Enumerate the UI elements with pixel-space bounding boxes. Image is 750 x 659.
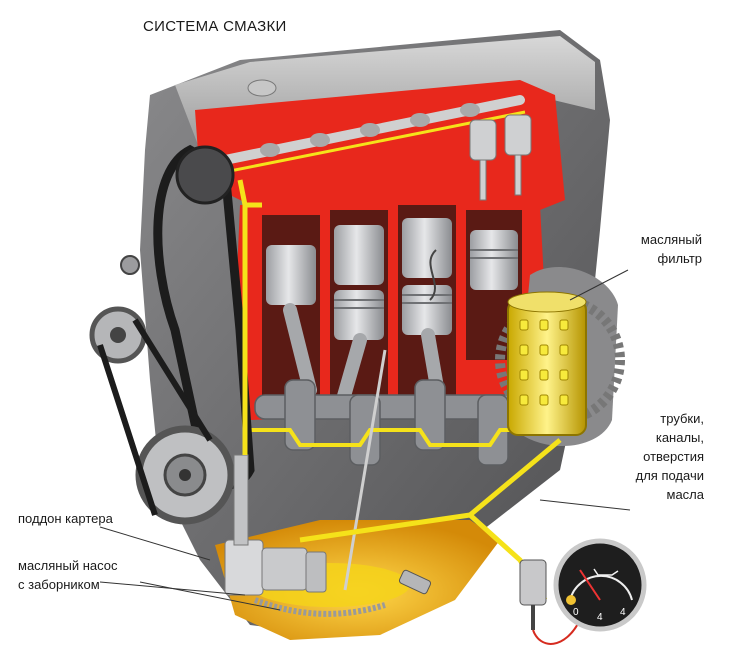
valves [469,114,532,201]
oil-can-icon [593,568,619,576]
crankcase-pan-label: поддон картера [18,511,113,526]
oil-pressure-gauge [553,538,647,632]
accessory-belt [97,318,213,516]
oil-pressure-sender [519,559,547,630]
gauge-tick-2: 4 [597,612,603,623]
piston-3 [402,218,452,278]
oil-lines-label: трубки, каналы, отверстия для подачи мас… [600,409,704,504]
oil-pump-label: масляный насос с заборником [18,556,117,594]
oil-filter-label-line-1: масляный [640,232,702,247]
piston-rings [334,249,518,309]
gauge-warning-lamp [566,595,576,605]
oil-filter-label: масляный фильтр [610,230,702,268]
oil-lines-label-line-4: для подачи [635,468,704,483]
tensioner [120,255,140,275]
oil-pickup-strainer [253,597,386,617]
oil-drain-plug [398,569,432,595]
piston-1 [266,245,316,305]
diagram-title: СИСТЕМА СМАЗКИ [143,18,287,35]
pistons [266,218,518,340]
piston-2 [334,225,384,285]
leader-lines [99,269,631,611]
oil-lines-label-line-3: отверстия [643,449,704,464]
oil-lines-label-line-5: масла [666,487,704,502]
gauge-tick-0: 0 [573,607,579,618]
gauge-needle [579,569,601,601]
dipstick [343,349,387,591]
crankshaft-oil-channels [250,428,560,447]
oil-filter-label-line-2: фильтр [657,251,702,266]
oil-pump-label-line-1: масляный насос [18,558,118,573]
gauge-tick-4: 4 [620,607,626,618]
sender-wire [532,619,581,645]
oil-pump-label-line-2: с заборником [18,577,100,592]
oil-lines-label-line-1: трубки, [660,411,704,426]
piston-4 [470,230,518,290]
oil-pump [224,454,327,596]
camshaft-pulley [175,145,235,205]
oil-filler-cap [247,79,277,97]
cam-lobes [260,103,480,157]
oil-filter-unit [495,266,625,447]
oil-lines-label-line-2: каналы, [655,430,704,445]
